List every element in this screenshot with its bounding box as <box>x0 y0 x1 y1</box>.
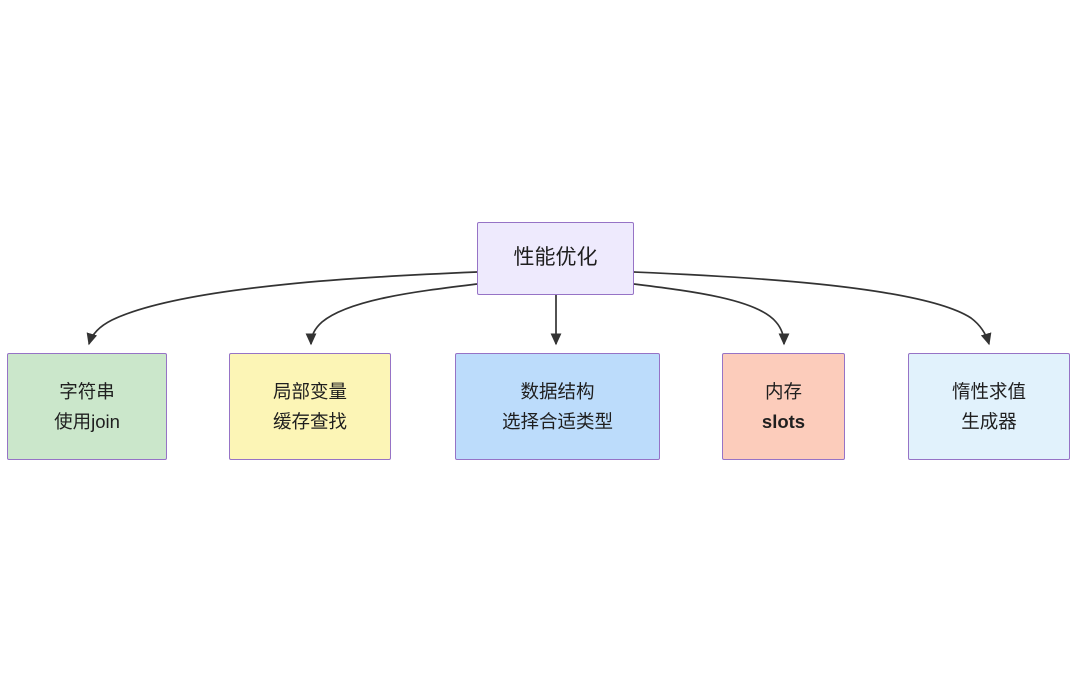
edge-root-to-memory <box>633 283 790 346</box>
node-strings[interactable]: 字符串 使用join <box>7 353 167 460</box>
node-lazy-evaluation-line1: 惰性求值 <box>951 380 1026 402</box>
node-data-structures-line2: 选择合适类型 <box>501 410 613 432</box>
node-strings-line2: 使用join <box>54 410 120 432</box>
node-root[interactable]: 性能优化 <box>477 222 634 295</box>
node-local-variables-line2: 缓存查找 <box>272 410 347 432</box>
node-lazy-evaluation-line2: 生成器 <box>961 410 1017 432</box>
node-memory-line2: slots <box>761 410 806 432</box>
edge-root-to-local-variables <box>305 283 478 346</box>
edge-root-to-lazy-evaluation <box>633 271 992 346</box>
node-memory-line1: 内存 <box>764 380 802 402</box>
node-memory[interactable]: 内存 slots <box>722 353 845 460</box>
node-data-structures[interactable]: 数据结构 选择合适类型 <box>455 353 660 460</box>
node-data-structures-line1: 数据结构 <box>520 380 595 402</box>
edge-root-to-strings <box>86 271 478 346</box>
node-strings-line1: 字符串 <box>59 380 115 402</box>
node-root-label: 性能优化 <box>513 246 598 270</box>
node-lazy-evaluation[interactable]: 惰性求值 生成器 <box>908 353 1070 460</box>
node-local-variables-line1: 局部变量 <box>272 380 347 402</box>
node-local-variables[interactable]: 局部变量 缓存查找 <box>229 353 391 460</box>
